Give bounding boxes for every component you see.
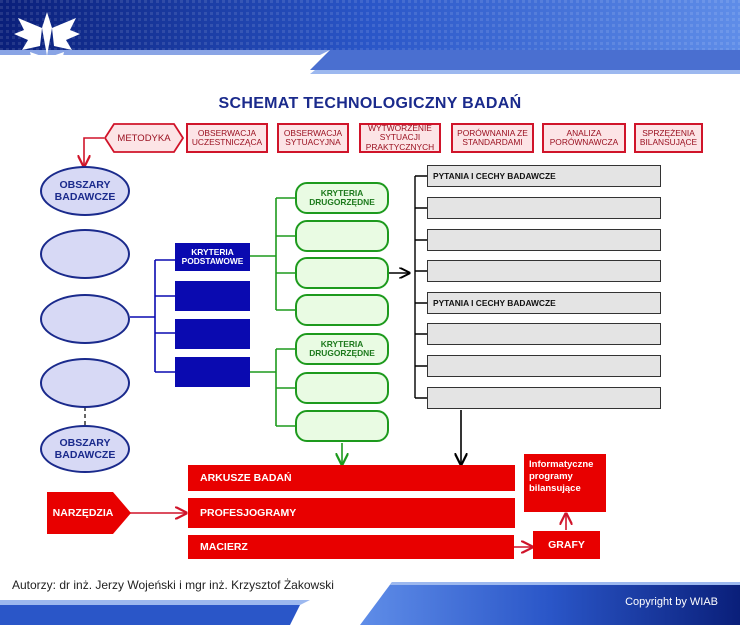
kryteria-drugorzedne-box-6 <box>295 372 389 404</box>
pytania-box-4 <box>427 260 661 282</box>
pytania-box-5: PYTANIA I CECHY BADAWCZE <box>427 292 661 314</box>
kryteria-podstawowe-box-3 <box>175 319 250 349</box>
kryteria-podstawowe-box: KRYTERIA PODSTAWOWE <box>175 243 250 271</box>
kryteria-drugorzedne-box-4 <box>295 294 389 326</box>
kryteria-drugorzedne-box-2 <box>295 220 389 252</box>
narzedzia-shape <box>47 492 131 534</box>
method-box-2: OBSERWACJA SYTUACYJNA <box>277 123 349 153</box>
obszary-oval-4 <box>40 358 130 408</box>
narzedzia-label: NARZĘDZIA <box>52 507 114 519</box>
obszary-oval-2 <box>40 229 130 279</box>
copyright-text: Copyright by WIAB <box>625 596 718 608</box>
authors-text: Autorzy: dr inż. Jerzy Wojeński i mgr in… <box>12 578 334 592</box>
kryteria-podstawowe-box-4 <box>175 357 250 387</box>
page-title: SCHEMAT TECHNOLOGICZNY BADAŃ <box>218 95 522 112</box>
arkusze-bar: ARKUSZE BADAŃ <box>188 465 515 491</box>
method-box-4: PORÓWNANIA ZE STANDARDAMI <box>451 123 534 153</box>
method-box-3: WYTWORZENIE SYTUACJI PRAKTYCZNYCH <box>359 123 441 153</box>
metodyka-shape <box>104 123 184 153</box>
obszary-oval-top: OBSZARY BADAWCZE <box>40 166 130 216</box>
method-box-6: SPRZĘŻENIA BILANSUJĄCE <box>634 123 703 153</box>
grafy-box: GRAFY <box>533 531 600 559</box>
kryteria-podstawowe-box-2 <box>175 281 250 311</box>
kryteria-drugorzedne-box-3 <box>295 257 389 289</box>
pytania-box-3 <box>427 229 661 251</box>
metodyka-label: METODYKA <box>117 132 171 144</box>
obszary-oval-bottom: OBSZARY BADAWCZE <box>40 425 130 473</box>
pytania-box-2 <box>427 197 661 219</box>
macierz-bar: MACIERZ <box>188 535 514 559</box>
header-band <box>0 0 740 92</box>
wiab-logo-icon <box>14 12 80 64</box>
footer-band <box>0 582 740 625</box>
kryteria-drugorzedne-box-1: KRYTERIA DRUGORZĘDNE <box>295 182 389 214</box>
informatyczne-box: Informatyczne programy bilansujące <box>524 454 606 512</box>
kryteria-drugorzedne-box-5: KRYTERIA DRUGORZĘDNE <box>295 333 389 365</box>
pytania-box-1: PYTANIA I CECHY BADAWCZE <box>427 165 661 187</box>
kryteria-drugorzedne-box-7 <box>295 410 389 442</box>
method-box-1: OBSERWACJA UCZESTNICZĄCA <box>186 123 268 153</box>
method-box-5: ANALIZA PORÓWNAWCZA <box>542 123 626 153</box>
pytania-box-8 <box>427 387 661 409</box>
profesjogramy-bar: PROFESJOGRAMY <box>188 498 515 528</box>
obszary-oval-3 <box>40 294 130 344</box>
pytania-box-7 <box>427 355 661 377</box>
pytania-box-6 <box>427 323 661 345</box>
